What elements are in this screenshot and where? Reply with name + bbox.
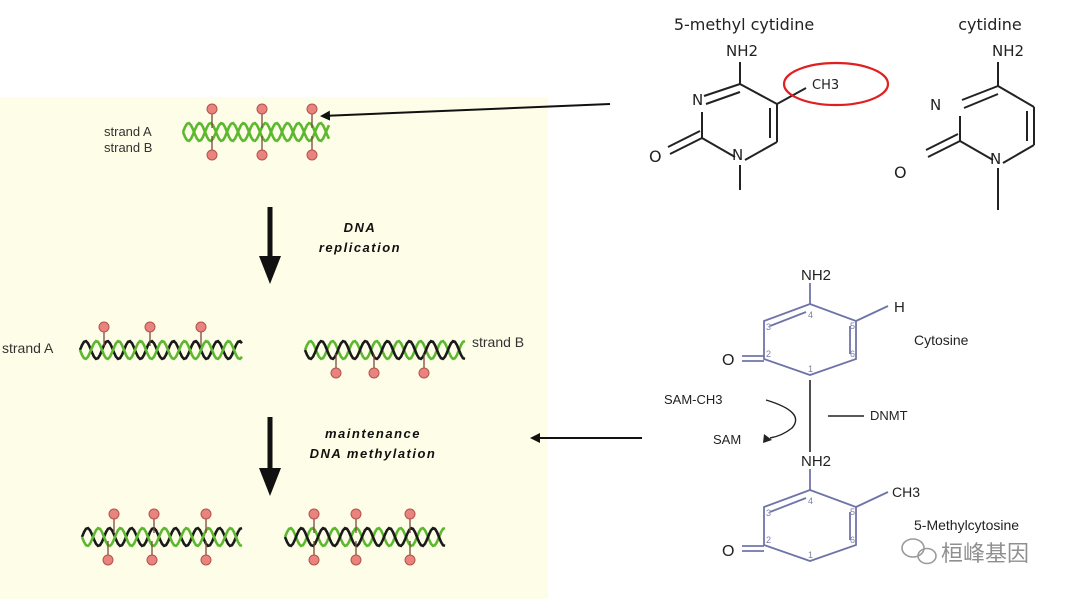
dnmt-label: DNMT [870, 408, 908, 423]
methyl-group [404, 508, 416, 520]
methyl-group [146, 554, 158, 566]
methyl-group [102, 554, 114, 566]
wechat-icon [901, 538, 937, 565]
parent-helix [181, 103, 331, 161]
cytidine-o: O [894, 163, 907, 182]
daughter-helix-left [78, 321, 243, 361]
methylcytosine-pos-1: 1 [808, 550, 813, 560]
methylcytosine-ring [742, 469, 889, 562]
strand-b-backbone [283, 526, 446, 548]
cytosine-nh2: NH2 [801, 267, 831, 284]
methyl-group [308, 508, 320, 520]
cytidine-n3: N [930, 96, 941, 114]
sam-ch3-label: SAM-CH3 [664, 392, 723, 407]
methylcytosine-o: O [722, 543, 734, 560]
maintenance-arrow [259, 417, 281, 496]
methyl-group [350, 508, 362, 520]
methylcytosine-pos-2: 2 [766, 535, 771, 545]
methylcytosine-pos-3: 3 [766, 508, 771, 518]
methyl-cytidine-n3: N [692, 91, 703, 109]
methyl-group [404, 554, 416, 566]
methyl-group [206, 149, 218, 161]
step1-caption-line2: replication [319, 240, 401, 255]
methyl-cytidine-o: O [649, 147, 662, 166]
methyl-group [418, 367, 430, 379]
cytosine-label: Cytosine [914, 332, 969, 348]
methyl-cytidine-structure [667, 62, 807, 190]
methyl-group [256, 103, 268, 115]
methyl-cytidine-ch3: CH3 [812, 78, 839, 93]
methyl-group [306, 103, 318, 115]
cytosine-pos-6: 6 [850, 349, 855, 359]
strand-a-label: strand A [104, 124, 152, 139]
methylcytosine-pos-4: 4 [808, 496, 813, 506]
methylcytosine-ch3: CH3 [892, 484, 920, 500]
methylcytosine-pos-5: 5 [850, 507, 855, 517]
cytosine-h: H [894, 299, 905, 316]
methyl-group [368, 367, 380, 379]
methyl-group [308, 554, 320, 566]
methyl-group [195, 321, 207, 333]
strand-a-backbone [78, 339, 243, 361]
step2-caption-line1: maintenance [325, 426, 421, 441]
maintained-helix-right [283, 508, 446, 566]
strand-b-backbone [80, 526, 243, 548]
methylcytosine-pos-6: 6 [850, 535, 855, 545]
methyl-group [350, 554, 362, 566]
watermark: 桓峰基因 [901, 538, 1029, 567]
daughter-strand-b-label: strand B [472, 334, 524, 350]
step1-caption-line1: DNA [344, 220, 377, 235]
cytosine-pos-5: 5 [850, 321, 855, 331]
sam-label: SAM [713, 432, 741, 447]
strand-b-label: strand B [104, 140, 152, 155]
methyl-group [330, 367, 342, 379]
cytosine-pos-3: 3 [766, 322, 771, 332]
methyl-group [306, 149, 318, 161]
methyl-cytidine-nh2: NH2 [726, 42, 758, 60]
methyl-group [144, 321, 156, 333]
methyl-highlight-circle [782, 61, 890, 107]
pointer-arrow-top [320, 103, 611, 121]
sam-arrow-head [763, 434, 772, 443]
helix-layer [78, 103, 466, 566]
step2-caption-line2: DNA methylation [310, 446, 437, 461]
strand-b-backbone [303, 339, 466, 361]
methyl-group [200, 508, 212, 520]
methyl-group [200, 554, 212, 566]
cytosine-o: O [722, 352, 734, 369]
methyl-group [148, 508, 160, 520]
strand-a-backbone [181, 121, 331, 143]
methyl-group [108, 508, 120, 520]
replication-arrow [259, 207, 281, 284]
cytidine-title: cytidine [958, 15, 1022, 34]
methyl-cytidine-n1: N [732, 146, 743, 164]
cytosine-pos-2: 2 [766, 349, 771, 359]
cytosine-pos-1: 1 [808, 364, 813, 374]
methyl-group [98, 321, 110, 333]
sam-curved-arrow [765, 399, 797, 439]
cytidine-nh2: NH2 [992, 42, 1024, 60]
cytosine-ring [742, 283, 889, 376]
cytidine-structure [925, 62, 1035, 210]
strand-a-backbone [303, 339, 466, 361]
methylcytosine-nh2: NH2 [801, 453, 831, 470]
cytidine-n1: N [990, 150, 1001, 168]
methylcytosine-label: 5-Methylcytosine [914, 517, 1019, 533]
methyl-group [206, 103, 218, 115]
methyl-cytidine-title: 5-methyl cytidine [674, 15, 814, 34]
methyl-group [256, 149, 268, 161]
watermark-text: 桓峰基因 [941, 542, 1029, 567]
strand-b-backbone [78, 339, 243, 361]
maintained-helix-left [80, 508, 243, 566]
strand-a-backbone [80, 526, 243, 548]
cytosine-pos-4: 4 [808, 310, 813, 320]
strand-a-backbone [283, 526, 446, 548]
daughter-helix-right [303, 339, 466, 379]
daughter-strand-a-label: strand A [2, 340, 54, 356]
